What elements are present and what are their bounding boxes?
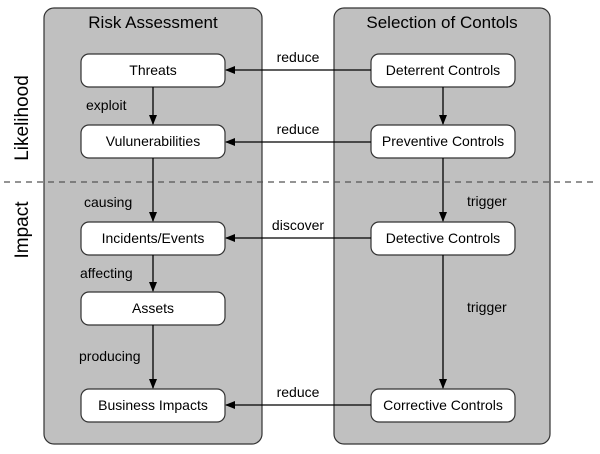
deterrent-controls-node-label: Deterrent Controls [386, 62, 500, 78]
business-impacts-node-label: Business Impacts [98, 397, 208, 413]
corrective-controls-node-label: Corrective Controls [383, 397, 503, 413]
impact-label: Impact [12, 201, 33, 259]
discover-label: discover [272, 217, 324, 233]
selection-of-controls-title: Selection of Contols [366, 13, 517, 32]
vulnerabilities-node-label: Vulunerabilities [106, 133, 200, 149]
preventive-controls-node-label: Preventive Controls [382, 133, 504, 149]
assets-node-label: Assets [132, 300, 174, 316]
trigger-label-2: trigger [467, 299, 507, 315]
reduce-label-2: reduce [277, 121, 320, 137]
incidents-events-node-label: Incidents/Events [102, 230, 205, 246]
trigger-label-1: trigger [467, 193, 507, 209]
reduce-label-3: reduce [277, 384, 320, 400]
reduce-label-1: reduce [277, 49, 320, 65]
risk-assessment-title: Risk Assessment [88, 13, 218, 32]
likelihood-label: Likelihood [12, 75, 33, 161]
exploit-label: exploit [86, 97, 127, 113]
producing-label: producing [79, 348, 141, 364]
threats-node-label: Threats [129, 62, 176, 78]
detective-controls-node-label: Detective Controls [386, 230, 500, 246]
causing-label: causing [84, 194, 132, 210]
affecting-label: affecting [80, 265, 133, 281]
